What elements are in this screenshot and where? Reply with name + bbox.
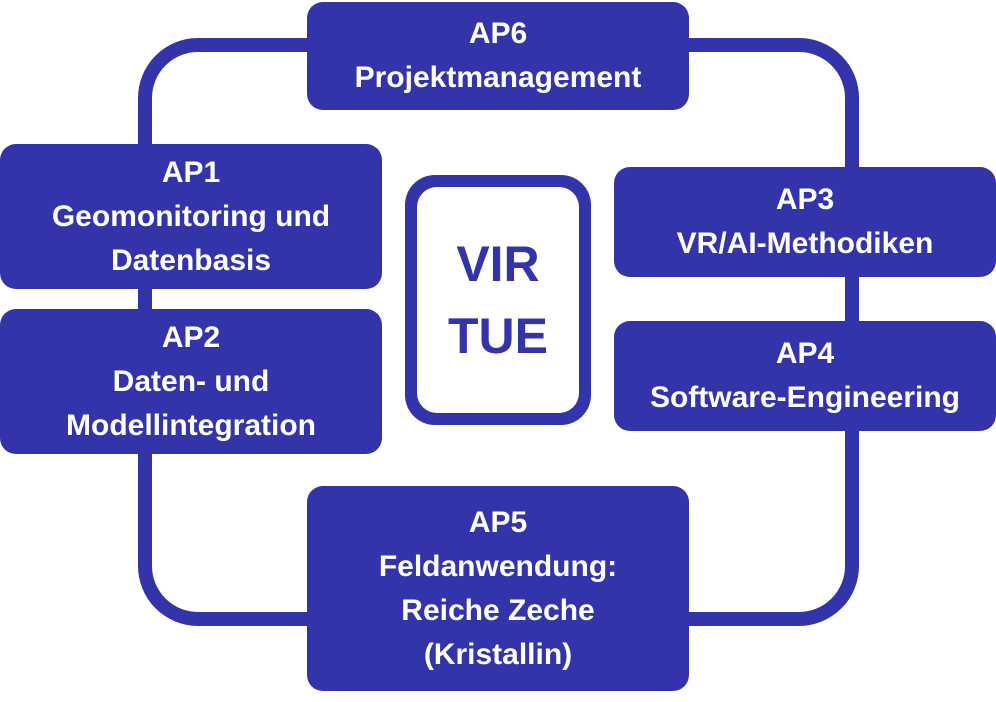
ap2-id: AP2 — [161, 320, 221, 354]
work-package-ap1-box: AP1 Geomonitoring und Datenbasis — [0, 144, 382, 289]
work-package-ap3-box: AP3 VR/AI-Methodiken — [614, 167, 996, 277]
ap6-title-line-1: Projektmanagement — [354, 61, 642, 94]
ap4-id: AP4 — [775, 337, 835, 370]
ap3-title-line-1: VR/AI-Methodiken — [676, 227, 934, 260]
work-package-ap5-box: AP5 Feldanwendung: Reiche Zeche (Kristal… — [307, 486, 689, 691]
work-package-ap6-box: AP6 Projektmanagement — [307, 2, 689, 110]
project-logo-inner: VIR TUE — [417, 187, 579, 413]
ap5-title-line-2: Reiche Zeche — [401, 593, 595, 627]
ap1-title-line-2: Datenbasis — [110, 243, 272, 277]
ap6-id: AP6 — [468, 17, 528, 50]
ap5-title-line-3: (Kristallin) — [423, 637, 573, 671]
project-name-line-1: VIR — [456, 236, 540, 292]
work-package-ap4-box: AP4 Software-Engineering — [614, 321, 996, 431]
ap3-id: AP3 — [775, 183, 835, 216]
ap1-id: AP1 — [161, 155, 221, 189]
ap1-title-line-1: Geomonitoring und — [51, 199, 331, 233]
ap2-title-line-2: Modellintegration — [66, 408, 316, 442]
ap5-title-line-1: Feldanwendung: — [378, 549, 618, 583]
ap2-title-line-1: Daten- und — [112, 364, 270, 398]
ap5-id: AP5 — [468, 505, 528, 539]
ap4-title-line-1: Software-Engineering — [649, 381, 961, 414]
project-name-line-2: TUE — [448, 308, 548, 364]
work-package-ap2-box: AP2 Daten- und Modellintegration — [0, 309, 382, 454]
project-logo-box: VIR TUE — [405, 175, 591, 425]
